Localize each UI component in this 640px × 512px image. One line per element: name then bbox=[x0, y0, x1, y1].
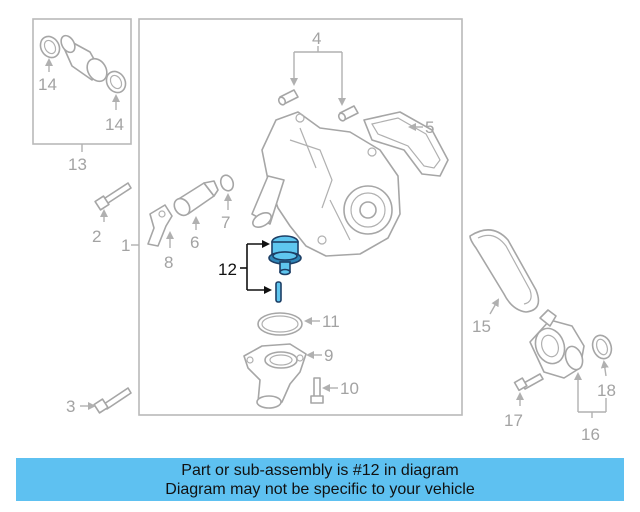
callout-15: 15 bbox=[472, 317, 491, 336]
bolt-17-part bbox=[513, 373, 544, 392]
callout-8: 8 bbox=[164, 253, 173, 272]
coolant-pipe-part bbox=[39, 34, 127, 94]
water-pump-housing-part bbox=[251, 111, 401, 257]
bolt-10-part bbox=[310, 377, 324, 404]
callout-6: 6 bbox=[190, 233, 199, 252]
flange-8-part bbox=[147, 204, 173, 247]
callout-10: 10 bbox=[340, 379, 359, 398]
o-ring-18-part bbox=[591, 334, 613, 360]
gasket-5-part bbox=[363, 111, 449, 177]
callout-3: 3 bbox=[66, 397, 75, 416]
banner-line-disclaimer: Diagram may not be specific to your vehi… bbox=[165, 481, 475, 498]
info-banner: Part or sub-assembly is #12 in diagram D… bbox=[16, 458, 624, 501]
sensor-6-part bbox=[173, 180, 219, 217]
callout-12: 12 bbox=[218, 260, 237, 279]
callout-4: 4 bbox=[312, 29, 321, 48]
coolant-flange-16-part bbox=[529, 309, 585, 379]
callout-16: 16 bbox=[581, 425, 600, 444]
callout-1: 1 bbox=[121, 236, 130, 255]
callout-11: 11 bbox=[322, 312, 340, 331]
callout-14-lower: 14 bbox=[105, 115, 124, 134]
callout-2: 2 bbox=[92, 227, 101, 246]
o-ring-7-part bbox=[219, 174, 235, 192]
thermostat-housing-9-part bbox=[243, 343, 307, 409]
callout-5: 5 bbox=[425, 118, 434, 137]
parts-diagram: 14 14 13 2 1 6 7 8 4 bbox=[32, 18, 616, 444]
callout-14-upper: 14 bbox=[38, 75, 57, 94]
callout-18: 18 bbox=[597, 381, 616, 400]
pins-4-part bbox=[277, 89, 359, 122]
thermostat-12-part bbox=[268, 235, 302, 303]
banner-line-part-number: Part or sub-assembly is #12 in diagram bbox=[181, 462, 459, 479]
callout-9: 9 bbox=[324, 346, 333, 365]
callout-7: 7 bbox=[221, 213, 230, 232]
callout-13: 13 bbox=[68, 155, 87, 174]
bolt-2-part bbox=[94, 182, 132, 211]
callout-17: 17 bbox=[504, 411, 523, 430]
bolt-3-part bbox=[93, 387, 132, 414]
main-assembly-box bbox=[138, 18, 463, 416]
belt-15-part bbox=[469, 229, 540, 313]
seal-ring-11-part bbox=[257, 312, 303, 336]
